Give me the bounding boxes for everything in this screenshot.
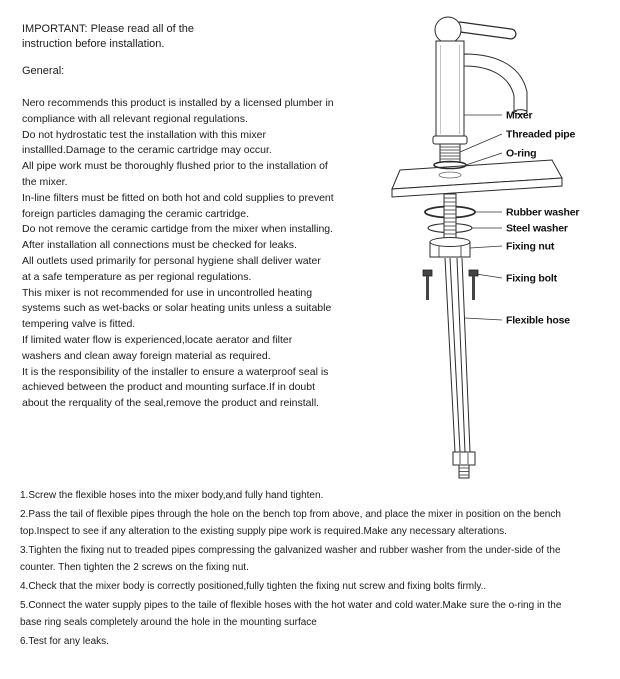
- installation-diagram: Mixer Threaded pipe O-ring Rubber washer…: [360, 8, 618, 490]
- mixer-body: [435, 40, 465, 139]
- step-item-5: 5.Connect the water supply pipes to the …: [20, 600, 562, 628]
- step-item-3: 3.Tighten the fixing nut to treaded pipe…: [20, 545, 561, 573]
- diagram-label-steel-washer: Steel washer: [506, 223, 568, 235]
- diagram-label-threaded-pipe: Threaded pipe: [506, 129, 576, 141]
- general-text: Nero recommends this product is installe…: [22, 97, 334, 410]
- mixer-handle-lever: [434, 16, 517, 44]
- label-leader-lines: [459, 114, 503, 321]
- fixing-bolt-left: [422, 269, 433, 300]
- bench-top: [391, 159, 563, 198]
- installation-steps: 1.Screw the flexible hoses into the mixe…: [20, 487, 618, 652]
- mixer-spout: [463, 53, 528, 115]
- diagram-label-o-ring: O-ring: [506, 148, 536, 160]
- diagram-label-fixing-bolt: Fixing bolt: [506, 273, 558, 285]
- diagram-label-fixing-nut: Fixing nut: [506, 241, 555, 253]
- step-item-6: 6.Test for any leaks.: [20, 636, 109, 647]
- step-item-2: 2.Pass the tail of flexible pipes throug…: [20, 509, 561, 537]
- faucet-diagram-svg: Mixer Threaded pipe O-ring Rubber washer…: [391, 16, 580, 479]
- threaded-rod: [443, 193, 457, 245]
- hose-connector: [452, 451, 476, 479]
- important-notice: IMPORTANT: Please read all of the instru…: [22, 23, 194, 50]
- diagram-label-rubber-washer: Rubber washer: [506, 207, 579, 219]
- fixing-nut: [429, 237, 471, 258]
- diagram-label-flexible-hose: Flexible hose: [506, 315, 570, 327]
- fixing-bolt-right: [468, 269, 479, 300]
- flexible-hoses: [444, 257, 471, 453]
- general-heading: General:: [22, 65, 65, 77]
- threaded-pipe: [432, 135, 468, 163]
- diagram-label-mixer: Mixer: [506, 110, 533, 122]
- step-item-4: 4.Check that the mixer body is correctly…: [20, 581, 487, 592]
- step-item-1: 1.Screw the flexible hoses into the mixe…: [20, 490, 324, 501]
